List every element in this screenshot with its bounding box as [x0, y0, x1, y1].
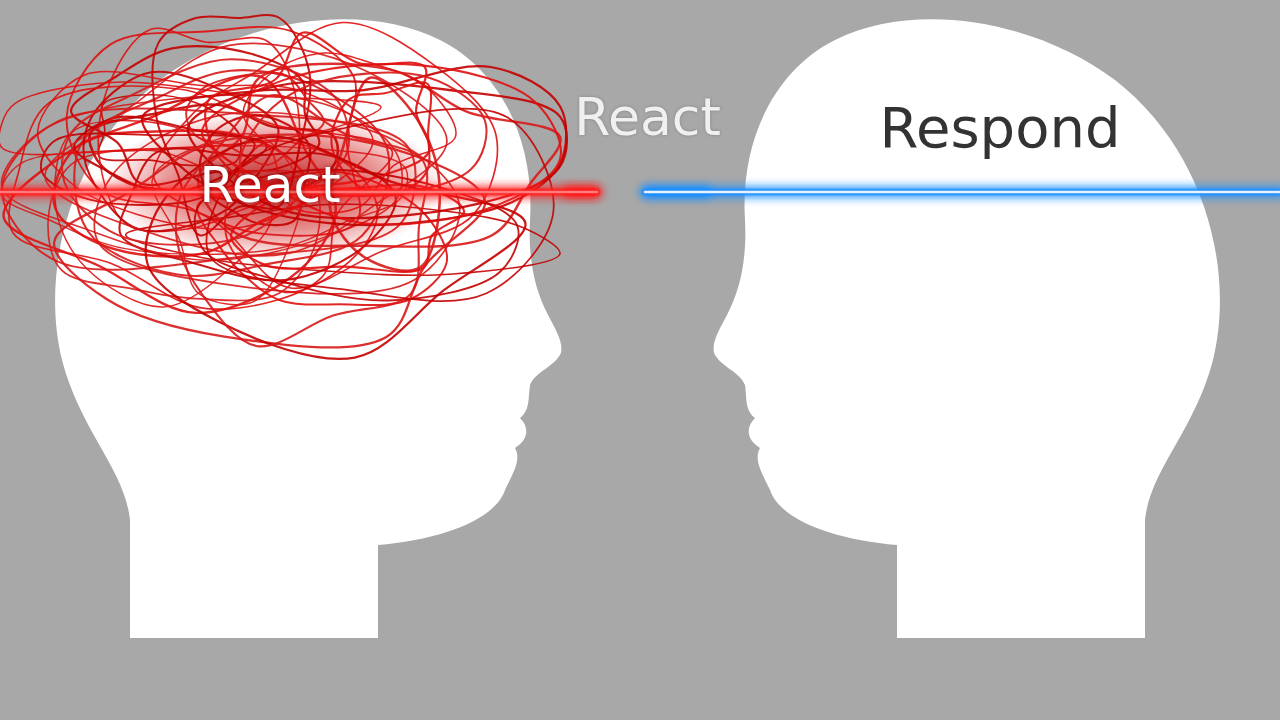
- head-silhouette: Respond: [710, 10, 1235, 640]
- head-silhouette: React: [40, 10, 565, 640]
- scribble-line: [146, 137, 526, 359]
- scribble-line: [38, 72, 373, 230]
- head-outline: [714, 19, 1220, 638]
- node-label: React: [200, 158, 341, 213]
- scribble-line: [176, 95, 427, 346]
- beam-core: [645, 191, 1280, 194]
- glow-beam: [645, 189, 1280, 195]
- head-shape: [40, 10, 565, 640]
- node-label: Respond: [880, 97, 1121, 159]
- glow-beam: [645, 186, 1280, 198]
- scribble-line: [126, 204, 560, 275]
- scribble-line: [0, 82, 381, 155]
- scribble-line: [54, 135, 485, 348]
- edge-label: React: [574, 89, 721, 146]
